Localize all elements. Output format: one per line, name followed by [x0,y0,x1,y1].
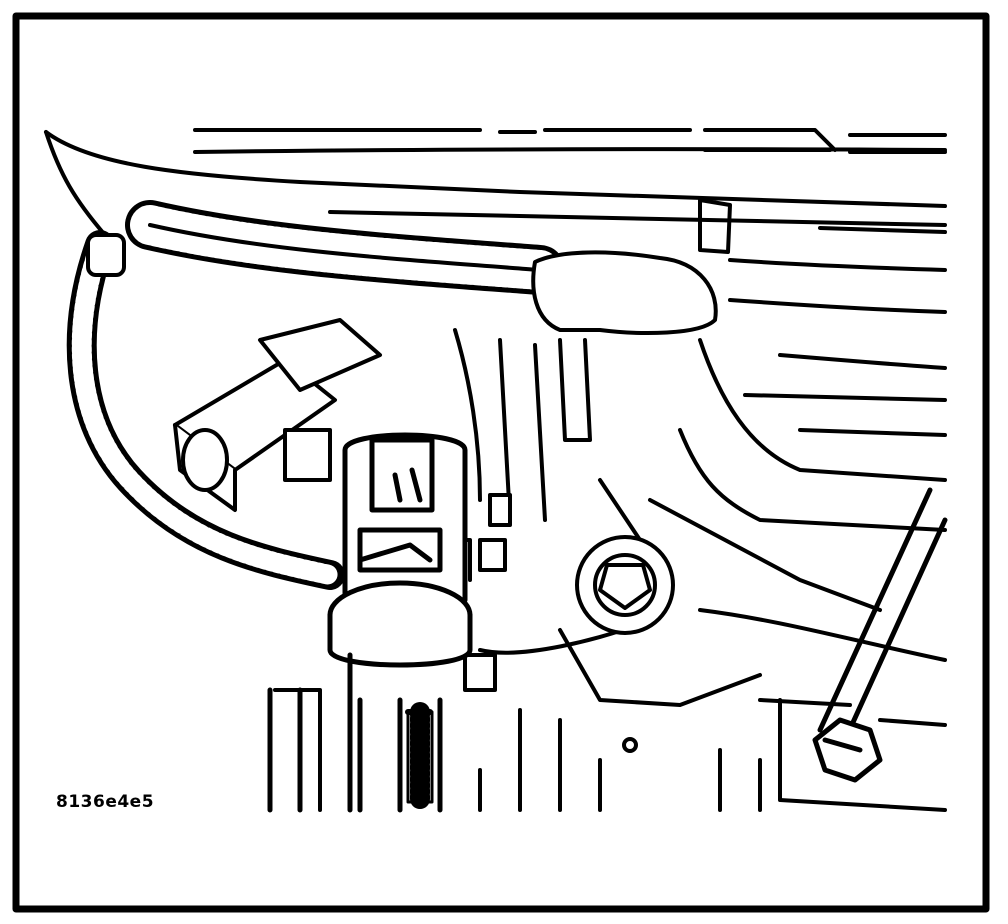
harness-connector-block [173,318,382,512]
sensor-lead-cable [66,230,345,590]
wiring-harness-loom [125,200,565,295]
figure-id-label: 8136e4e5 [56,792,155,812]
sensor-housing [267,580,473,813]
reluctor-teeth [405,702,435,812]
engine-upper-housing [44,128,947,437]
rod-end-bolt [812,717,883,783]
cable-sleeve [86,233,126,277]
bracket-rod [817,487,948,743]
engine-lower-housing [273,688,947,812]
harness-boot [531,250,718,335]
mounting-bolt [575,535,675,635]
sensor-connector [342,432,468,603]
